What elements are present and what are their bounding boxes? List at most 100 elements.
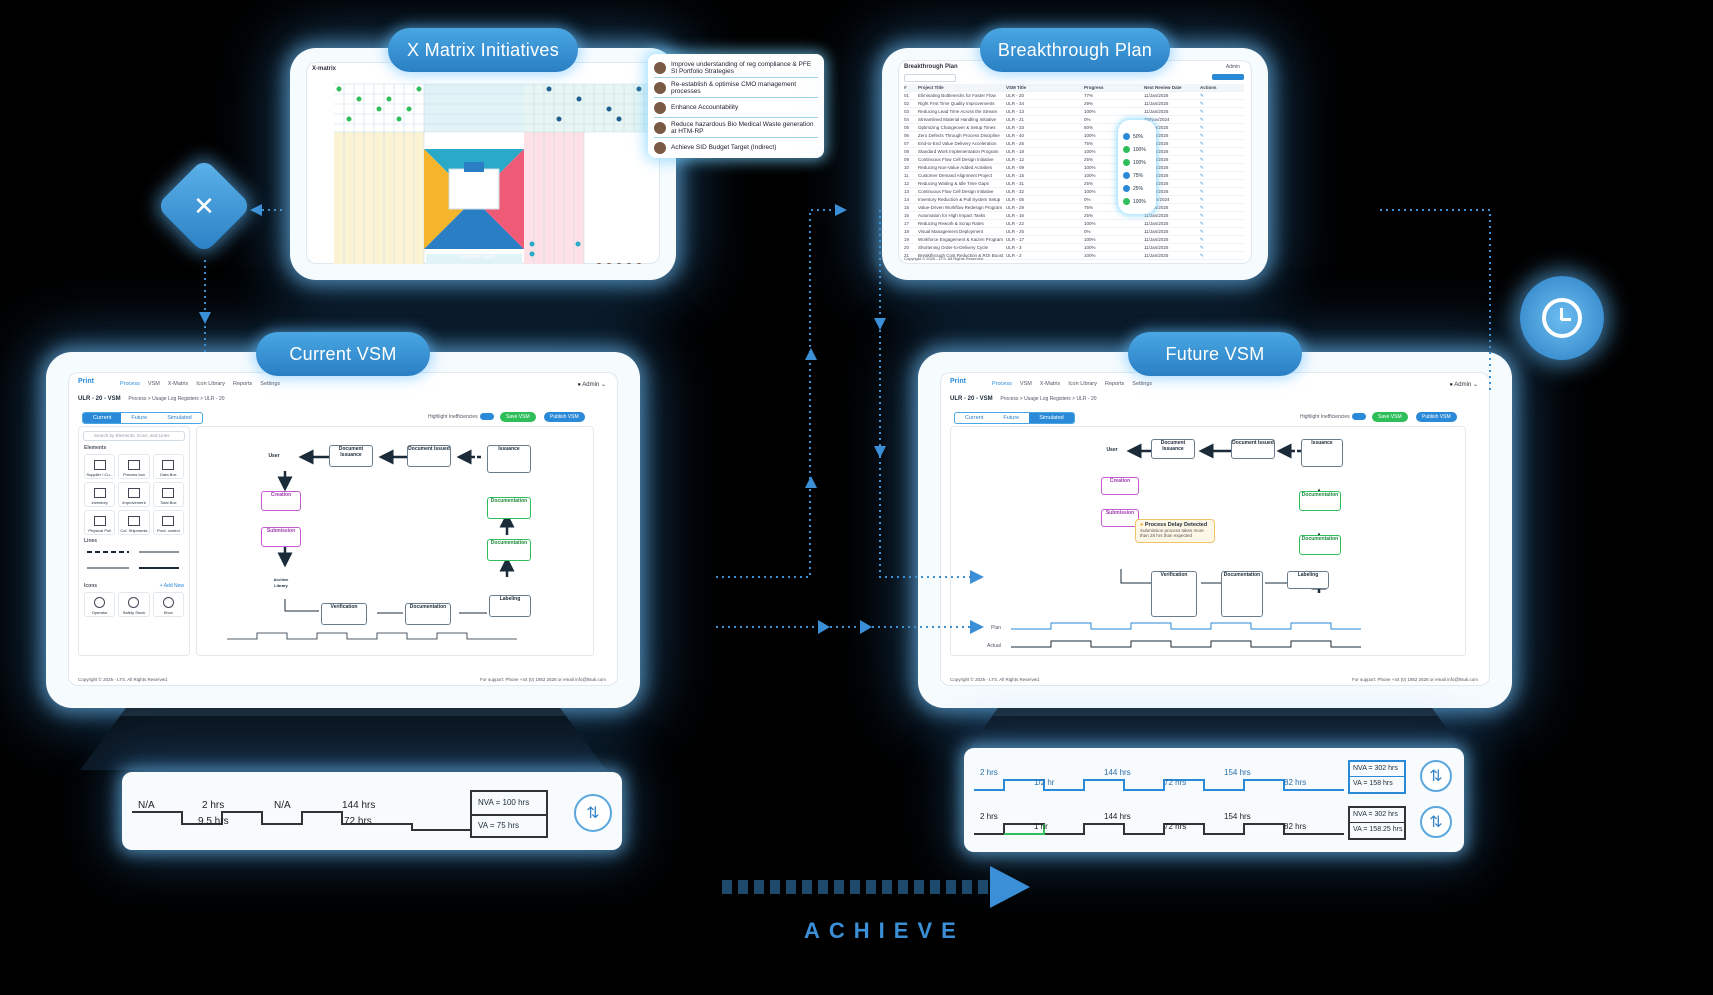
cv-search-input[interactable]: Search by Elements, Icons, and Lines — [83, 431, 185, 441]
edit-icon[interactable]: ✎ — [1200, 188, 1204, 194]
cv-box-archive[interactable]: Archive Library — [269, 567, 293, 589]
fv-box-issuance[interactable]: Issuance — [1301, 439, 1343, 467]
edit-icon[interactable]: ✎ — [1200, 108, 1204, 114]
cv-logo[interactable]: Print — [78, 378, 94, 385]
cv-admin-menu[interactable]: ● Admin ⌄ — [577, 381, 606, 388]
element-tile[interactable]: Prod. control — [152, 510, 184, 535]
nav-item-reports[interactable]: Reports — [233, 381, 253, 387]
edit-icon[interactable]: ✎ — [1200, 156, 1204, 162]
element-tile[interactable]: Col. Shipments — [118, 510, 150, 535]
edit-icon[interactable]: ✎ — [1200, 132, 1204, 138]
cv-add-new-link[interactable]: + Add New — [159, 583, 184, 589]
cv-box-verification[interactable]: Verification — [321, 603, 367, 625]
icon-tile[interactable]: Safety Stock — [118, 592, 150, 617]
element-tile[interactable]: Improvement — [118, 482, 150, 507]
callout-item[interactable]: Enhance Accountability — [654, 98, 818, 118]
cv-highlight-toggle[interactable] — [480, 413, 494, 420]
fv-box-doc-issued[interactable]: Document Issued — [1231, 439, 1275, 459]
cv-box-creation[interactable]: Creation — [261, 491, 301, 511]
edit-icon[interactable]: ✎ — [1200, 140, 1204, 146]
nav-item-vsm[interactable]: VSM — [147, 381, 160, 387]
ct-toggle-button[interactable]: ⇅ — [574, 794, 612, 832]
nav-item-reports[interactable]: Reports — [1105, 381, 1125, 387]
fv-highlight-toggle[interactable] — [1352, 413, 1366, 420]
nav-item-icon-library[interactable]: Icon Library — [196, 381, 226, 387]
cv-canvas[interactable]: User Document Issuance Document Issued I… — [196, 426, 594, 656]
edit-icon[interactable]: ✎ — [1200, 92, 1204, 98]
cv-save-button[interactable]: Save VSM — [500, 412, 536, 422]
fv-box-documentation2[interactable]: Documentation — [1299, 535, 1341, 555]
fv-delay-alert[interactable]: ● Process Delay Detected Submission proc… — [1135, 519, 1215, 543]
ft-bottom-toggle-button[interactable]: ⇅ — [1420, 806, 1452, 838]
fv-publish-button[interactable]: Publish VSM — [1416, 412, 1457, 422]
bp-add-button[interactable] — [1212, 74, 1244, 80]
tab-current[interactable]: Current — [965, 415, 984, 421]
future-vsm-title-pill[interactable]: Future VSM — [1128, 332, 1302, 376]
cv-box-documentation2[interactable]: Documentation — [487, 539, 531, 561]
element-tile[interactable]: Supplier / Cu... — [84, 454, 116, 479]
nav-item-icon-library[interactable]: Icon Library — [1068, 381, 1098, 387]
callout-item[interactable]: Achieve SID Budget Target (Indirect) — [654, 138, 818, 157]
edit-icon[interactable]: ✎ — [1200, 180, 1204, 186]
edit-icon[interactable]: ✎ — [1200, 164, 1204, 170]
tab-current[interactable]: Current — [83, 413, 122, 423]
cv-box-labeling[interactable]: Labeling — [489, 595, 531, 617]
bp-search-input[interactable] — [904, 74, 956, 82]
nav-item-settings[interactable]: Settings — [1132, 381, 1153, 387]
ft-top-toggle-button[interactable]: ⇅ — [1420, 760, 1452, 792]
edit-icon[interactable]: ✎ — [1200, 172, 1204, 178]
nav-item-settings[interactable]: Settings — [260, 381, 281, 387]
fv-admin-menu[interactable]: ● Admin ⌄ — [1449, 381, 1478, 388]
element-tile[interactable]: Data Box — [152, 454, 184, 479]
xmatrix-title-pill[interactable]: X Matrix Initiatives — [388, 28, 578, 72]
cv-box-submission[interactable]: Submission — [261, 527, 301, 547]
tab-future[interactable]: Future — [131, 415, 148, 421]
edit-icon[interactable]: ✎ — [1200, 244, 1204, 250]
nav-item-process[interactable]: Process — [120, 381, 140, 387]
tab-future[interactable]: Future — [1003, 415, 1020, 421]
fv-logo[interactable]: Print — [950, 378, 966, 385]
tab-simulated[interactable]: Simulated — [167, 415, 192, 421]
callout-item[interactable]: Reduce hazardous Bio Medical Waste gener… — [654, 118, 818, 138]
edit-icon[interactable]: ✎ — [1200, 116, 1204, 122]
fv-box-labeling[interactable]: Labeling — [1287, 571, 1329, 589]
edit-icon[interactable]: ✎ — [1200, 228, 1204, 234]
edit-icon[interactable]: ✎ — [1200, 124, 1204, 130]
element-tile[interactable]: Inventory — [84, 482, 116, 507]
element-tile[interactable]: Physical Pull — [84, 510, 116, 535]
fv-box-creation[interactable]: Creation — [1101, 477, 1139, 495]
edit-icon[interactable]: ✎ — [1200, 236, 1204, 242]
fv-box-verification[interactable]: Verification — [1151, 571, 1197, 617]
icon-tile[interactable]: Kbox — [152, 592, 184, 617]
fv-box-documentation3[interactable]: Documentation — [1221, 571, 1263, 617]
edit-icon[interactable]: ✎ — [1200, 220, 1204, 226]
cv-box-issuance[interactable]: Issuance — [487, 445, 531, 473]
cv-box-doc-issued[interactable]: Document Issued — [407, 445, 451, 467]
cv-publish-button[interactable]: Publish VSM — [544, 412, 585, 422]
cv-box-documentation1[interactable]: Documentation — [487, 497, 531, 519]
fv-box-submission[interactable]: Submission — [1101, 509, 1139, 527]
current-vsm-title-pill[interactable]: Current VSM — [256, 332, 430, 376]
cv-box-doc-issuance[interactable]: Document Issuance — [329, 445, 373, 467]
fv-save-button[interactable]: Save VSM — [1372, 412, 1408, 422]
fv-box-doc-issuance[interactable]: Document Issuance — [1151, 439, 1195, 459]
edit-icon[interactable]: ✎ — [1200, 252, 1204, 258]
nav-item-xmatrix[interactable]: X-Matrix — [167, 381, 189, 387]
cv-box-documentation3[interactable]: Documentation — [405, 603, 451, 625]
edit-icon[interactable]: ✎ — [1200, 100, 1204, 106]
